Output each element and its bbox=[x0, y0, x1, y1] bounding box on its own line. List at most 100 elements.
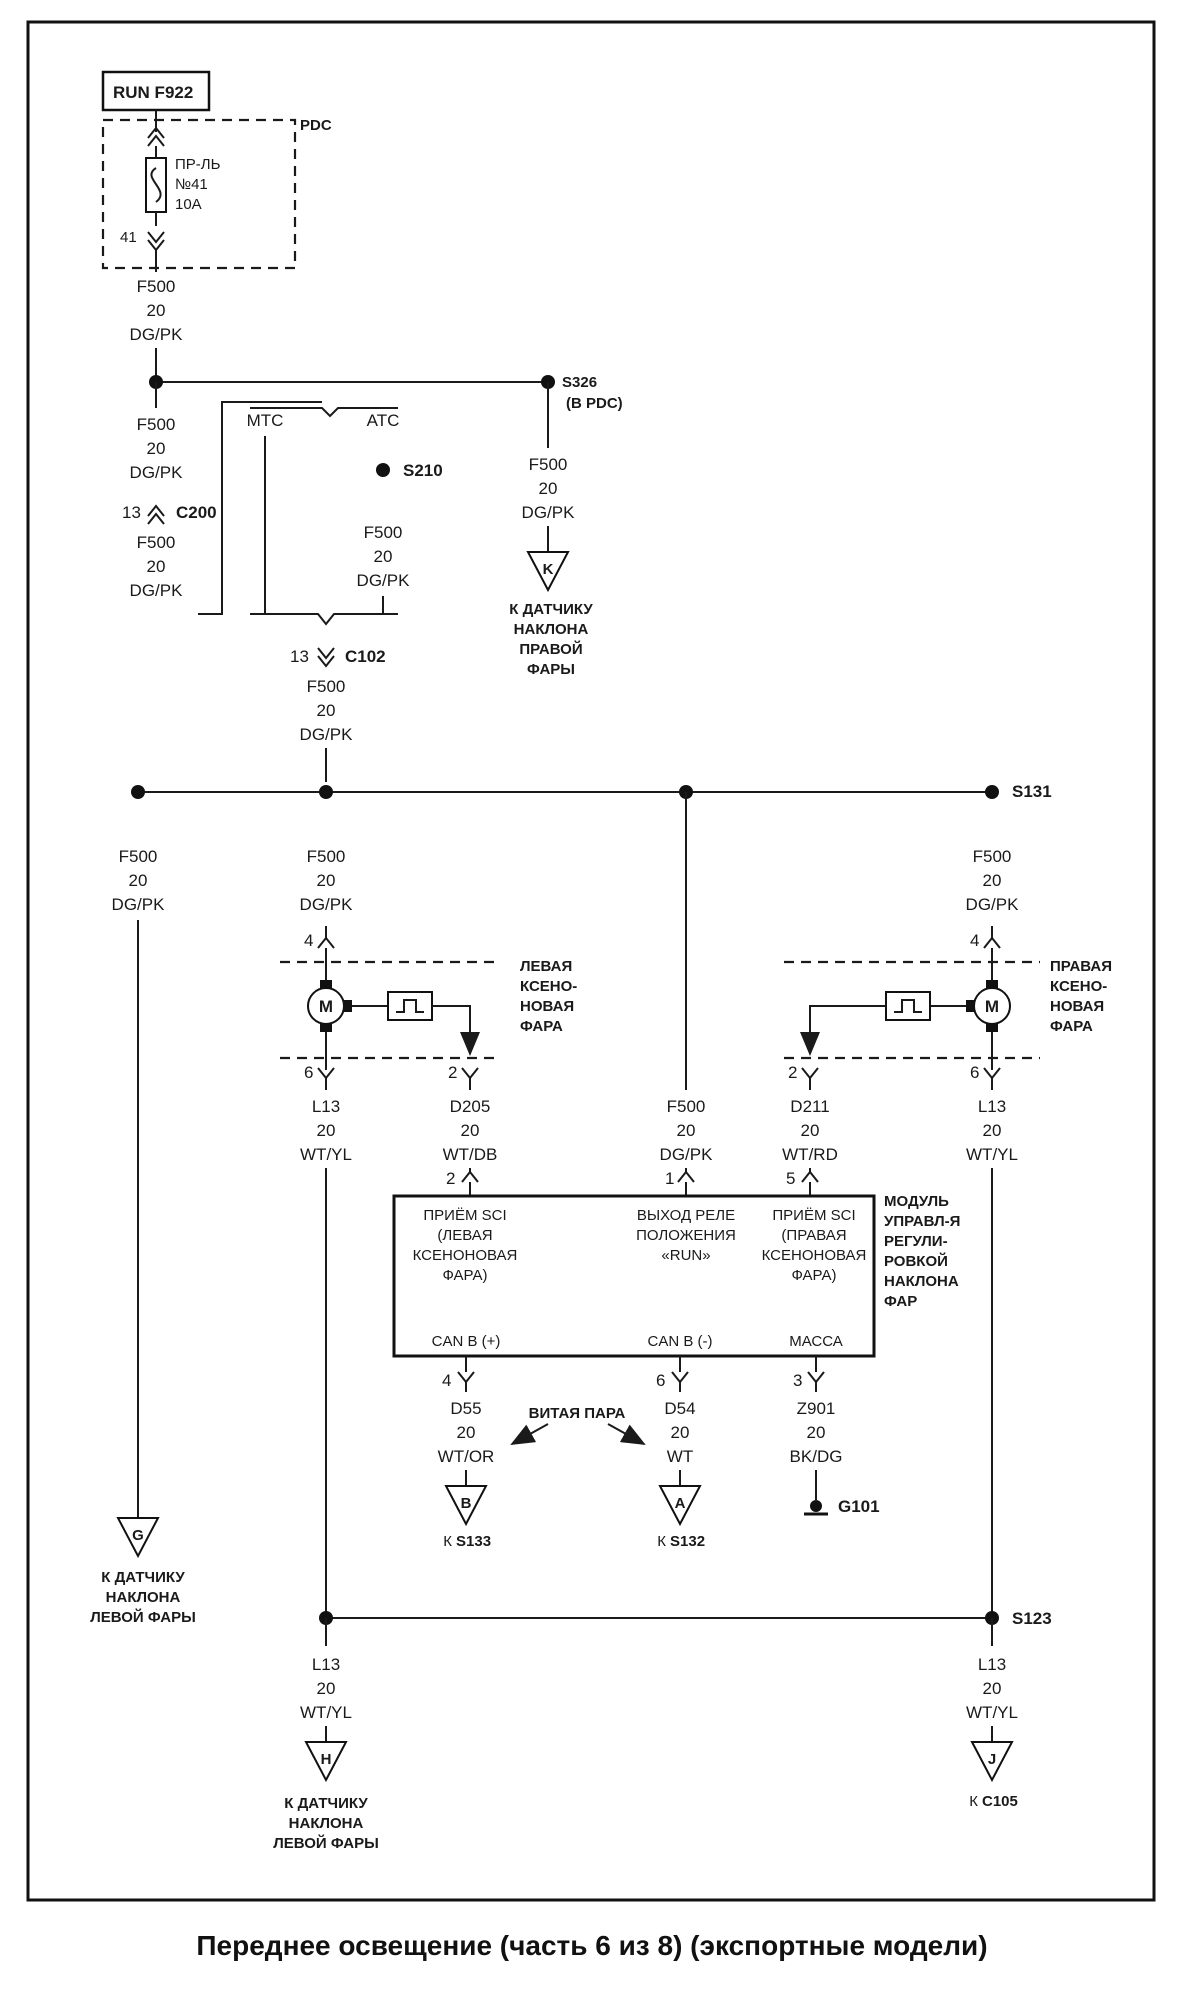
f500-color-s326: DG/PK bbox=[522, 503, 576, 522]
connector-c200-icon bbox=[147, 504, 165, 525]
module-pin-5: 5 bbox=[786, 1169, 795, 1188]
terminal-b-prefix: К bbox=[443, 1533, 452, 1550]
splice-s210-dot bbox=[376, 463, 390, 477]
left-lamp-name-1: ЛЕВАЯ bbox=[520, 958, 572, 975]
d211-circuit: D211 bbox=[790, 1097, 829, 1116]
left-lamp-connector-6 bbox=[317, 1067, 335, 1090]
terminal-g-line2: НАКЛОНА bbox=[106, 1589, 181, 1606]
module-pin-4: 4 bbox=[442, 1371, 451, 1390]
module-pin-6-connector bbox=[671, 1356, 689, 1392]
module-right-input-1: ПРИЁМ SCI bbox=[772, 1207, 855, 1224]
f500-circuit-2: F500 bbox=[137, 415, 176, 434]
right-lamp-name-1: ПРАВАЯ bbox=[1050, 958, 1112, 975]
splice-s326-note: (В PDC) bbox=[566, 395, 623, 412]
splice-s123-label: S123 bbox=[1012, 1609, 1052, 1628]
terminal-k-letter: K bbox=[543, 561, 554, 578]
f500-circuit-1: F500 bbox=[137, 277, 176, 296]
terminal-b-letter: B bbox=[461, 1495, 472, 1512]
terminal-b-dest: S133 bbox=[456, 1533, 491, 1550]
pdc-pin-41: 41 bbox=[120, 229, 137, 246]
d205-gauge: 20 bbox=[461, 1121, 480, 1140]
page-caption: Переднее освещение (часть 6 из 8) (экспо… bbox=[196, 1930, 987, 1961]
d205-color: WT/DB bbox=[443, 1145, 498, 1164]
d55-color: WT/OR bbox=[438, 1447, 495, 1466]
left-motor-brush-side bbox=[344, 1000, 352, 1012]
left-lamp-name-4: ФАРА bbox=[520, 1018, 563, 1035]
f500-gauge-s326: 20 bbox=[539, 479, 558, 498]
right-lamp-name-4: ФАРА bbox=[1050, 1018, 1093, 1035]
terminal-k-line1: К ДАТЧИКУ bbox=[509, 601, 593, 618]
l13-gauge-j: 20 bbox=[983, 1679, 1002, 1698]
d54-color: WT bbox=[667, 1447, 693, 1466]
right-motor-letter: M bbox=[985, 997, 999, 1016]
d55-gauge: 20 bbox=[457, 1423, 476, 1442]
f500-gauge-c102: 20 bbox=[317, 701, 336, 720]
splice-dot bbox=[319, 785, 333, 799]
terminal-h-line3: ЛЕВОЙ ФАРЫ bbox=[273, 1834, 379, 1852]
option-brace-top bbox=[250, 407, 398, 418]
right-lamp-connector-2 bbox=[801, 1067, 819, 1090]
terminal-k-line4: ФАРЫ bbox=[527, 661, 575, 678]
f500-gauge-center: 20 bbox=[677, 1121, 696, 1140]
left-lamp-pin-4: 4 bbox=[304, 931, 313, 950]
f500-color-center: DG/PK bbox=[660, 1145, 714, 1164]
l13-color-left: WT/YL bbox=[300, 1145, 352, 1164]
left-sensor-output bbox=[432, 1005, 480, 1056]
module-left-input-3: КСЕНОНОВАЯ bbox=[413, 1247, 518, 1264]
l13-gauge-h: 20 bbox=[317, 1679, 336, 1698]
f500-gauge-right: 20 bbox=[983, 871, 1002, 890]
fuse-rating: 10A bbox=[175, 196, 202, 213]
terminal-j-dest: C105 bbox=[982, 1793, 1018, 1810]
pdc-connector-top-icon bbox=[147, 126, 165, 147]
connector-c200-pin: 13 bbox=[122, 503, 141, 522]
terminal-k-icon bbox=[526, 551, 570, 593]
right-lamp-connector-in bbox=[983, 926, 1001, 949]
module-title-2: УПРАВЛ-Я bbox=[884, 1213, 960, 1230]
option-atc: ATC bbox=[367, 411, 400, 430]
f500-gauge-s210: 20 bbox=[374, 547, 393, 566]
terminal-a-dest: S132 bbox=[670, 1533, 705, 1550]
f500-color-1: DG/PK bbox=[130, 325, 184, 344]
module-pin-3-connector bbox=[807, 1356, 825, 1392]
terminal-h-line1: К ДАТЧИКУ bbox=[284, 1795, 368, 1812]
f500-circuit-center: F500 bbox=[667, 1097, 706, 1116]
left-motor-brush-bottom bbox=[320, 1024, 332, 1032]
splice-dot bbox=[131, 785, 145, 799]
f500-color-3: DG/PK bbox=[130, 581, 184, 600]
left-lamp-name-3: НОВАЯ bbox=[520, 998, 574, 1015]
left-position-sensor-icon bbox=[387, 991, 433, 1021]
d54-circuit: D54 bbox=[664, 1399, 695, 1418]
terminal-k-line3: ПРАВОЙ bbox=[519, 640, 582, 658]
connector-c102-label: C102 bbox=[345, 647, 386, 666]
terminal-h-line2: НАКЛОНА bbox=[289, 1815, 364, 1832]
terminal-g-letter: G bbox=[132, 1527, 144, 1544]
l13-circuit-h: L13 bbox=[312, 1655, 340, 1674]
splice-s326-label: S326 bbox=[562, 374, 597, 391]
l13-circuit-left: L13 bbox=[312, 1097, 340, 1116]
left-lamp-connector-2 bbox=[461, 1067, 479, 1090]
d211-gauge: 20 bbox=[801, 1121, 820, 1140]
twisted-pair-label: ВИТАЯ ПАРА bbox=[529, 1405, 626, 1422]
f500-circuit-3: F500 bbox=[137, 533, 176, 552]
right-position-sensor-icon bbox=[885, 991, 931, 1021]
fuse-element-icon bbox=[150, 167, 162, 203]
left-lamp-name-2: КСЕНО- bbox=[520, 978, 577, 995]
ground-g101-icon bbox=[810, 1500, 822, 1512]
terminal-g-line3: ЛЕВОЙ ФАРЫ bbox=[90, 1608, 196, 1626]
f500-bus-1 bbox=[155, 348, 548, 383]
right-lamp-connector-6 bbox=[983, 1067, 1001, 1090]
fuse-number: №41 bbox=[175, 176, 208, 193]
module-pin-2: 2 bbox=[446, 1169, 455, 1188]
module-title-1: МОДУЛЬ bbox=[884, 1193, 949, 1210]
module-left-input-2: (ЛЕВАЯ bbox=[437, 1227, 492, 1244]
terminal-j-icon bbox=[970, 1741, 1014, 1783]
left-lamp-pin-6: 6 bbox=[304, 1063, 313, 1082]
l13-gauge-left: 20 bbox=[317, 1121, 336, 1140]
module-mid-input-2: ПОЛОЖЕНИЯ bbox=[636, 1227, 736, 1244]
right-motor-brush-bottom bbox=[986, 1024, 998, 1032]
d205-circuit: D205 bbox=[450, 1097, 491, 1116]
module-right-input-3: КСЕНОНОВАЯ bbox=[762, 1247, 867, 1264]
diagram-frame bbox=[26, 20, 1156, 1902]
f500-color-right: DG/PK bbox=[966, 895, 1020, 914]
